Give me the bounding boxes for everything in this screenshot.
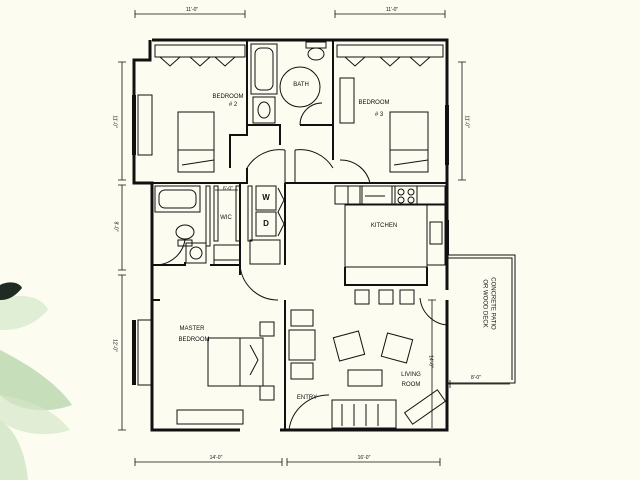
- wic-label: WIC: [220, 215, 232, 221]
- bath-fixtures: [250, 41, 327, 126]
- exterior-walls: [132, 38, 449, 432]
- bed-master: [207, 321, 275, 401]
- bed-bedroom2: [177, 111, 215, 173]
- patio-label-2: OR WOOD DECK: [481, 279, 488, 328]
- wic-shelves: [213, 185, 241, 266]
- closet-bedroom3: [336, 44, 444, 67]
- washer-label: W: [262, 193, 270, 202]
- bedroom2-label: BEDROOM: [212, 94, 244, 100]
- dim-wic-width: 6'-0": [223, 186, 233, 192]
- dim-bottom-left: 14'-0": [209, 455, 223, 461]
- dimension-lines: [118, 10, 510, 466]
- living-label-2: ROOM: [401, 382, 421, 388]
- bedroom3-label: BEDROOM: [358, 100, 390, 106]
- living-label-1: LIVING: [401, 372, 421, 378]
- master-label-1: MASTER: [179, 326, 205, 332]
- laundry: [247, 185, 285, 265]
- patio-label-1: CONCRETE PATIO: [489, 277, 496, 330]
- door-swings: [154, 149, 448, 431]
- master-dresser: [176, 409, 244, 425]
- master-label-2: BEDROOM: [178, 337, 210, 343]
- dim-left-upper: 11'-0": [111, 115, 118, 128]
- dim-left-middle: 8'-0": [112, 221, 119, 232]
- kitchen-label: KITCHEN: [370, 223, 398, 229]
- patio: [447, 254, 516, 384]
- kitchen-fixtures: [334, 185, 446, 305]
- closet-bedroom2: [154, 44, 246, 67]
- entry-label: ENTRY: [296, 395, 318, 401]
- dim-top-left: 11'-0": [185, 7, 199, 13]
- dim-left-lower: 12'-0": [111, 339, 118, 352]
- dim-right-upper: 11'-0": [463, 115, 470, 128]
- dryer-label: D: [263, 219, 269, 228]
- bedroom3-number: # 3: [374, 112, 384, 118]
- living-furniture: [331, 330, 447, 429]
- bedroom2-number: # 2: [228, 102, 238, 108]
- dim-top-right: 11'-0": [385, 7, 399, 13]
- dining-set: [288, 309, 316, 380]
- master-bath-fixtures: [154, 185, 211, 264]
- leaf-decoration: [0, 282, 72, 480]
- dim-patio-width: 8'-0": [471, 375, 481, 381]
- bed-bedroom3: [389, 111, 429, 173]
- dim-bottom-right: 16'-0": [357, 455, 371, 461]
- bath-label: BATH: [293, 82, 309, 88]
- dim-living-height: 14'-0": [427, 355, 434, 368]
- windows: [132, 95, 449, 385]
